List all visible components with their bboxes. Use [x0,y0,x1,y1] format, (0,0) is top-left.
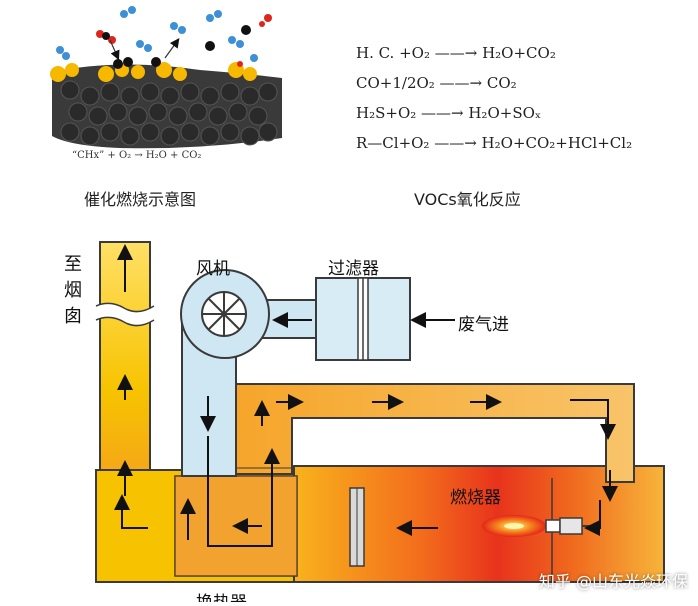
voc-equation-3: H₂S+O₂ ——→ H₂O+SOₓ [356,104,542,122]
exchanger-label: 换热器 [196,590,247,602]
watermark: 知乎 @山东光焱环保 [538,572,688,591]
voc-caption: VOCs氧化反应 [414,190,521,209]
chimney-label: 至烟囱 [62,252,84,330]
burner-label: 燃烧器 [450,488,501,508]
flow-arrows [114,244,618,547]
fan-label: 风机 [196,259,230,279]
catalyst-illustration [50,6,282,149]
catalysis-caption: 催化燃烧示意图 [84,190,197,209]
filter-box [315,277,411,361]
chimney-label-char: 囱 [64,306,82,327]
fan [180,269,270,359]
voc-equation-2: CO+1/2O₂ ——→ CO₂ [356,74,517,92]
burner [482,515,600,537]
inlet-label: 废气进 [458,315,509,335]
hot-loop-duct [235,383,635,483]
chimney-label-char: 烟 [64,280,82,301]
filter-label: 过滤器 [328,259,379,279]
voc-equation-1: H. C. +O₂ ——→ H₂O+CO₂ [356,44,556,62]
voc-equation-4: R—Cl+O₂ ——→ H₂O+CO₂+HCl+Cl₂ [356,134,633,152]
catalysis-reaction: “CHx” + O₂ → H₂O + CO₂ [72,150,201,161]
chimney-label-char: 至 [64,254,82,275]
main-body [95,465,665,583]
